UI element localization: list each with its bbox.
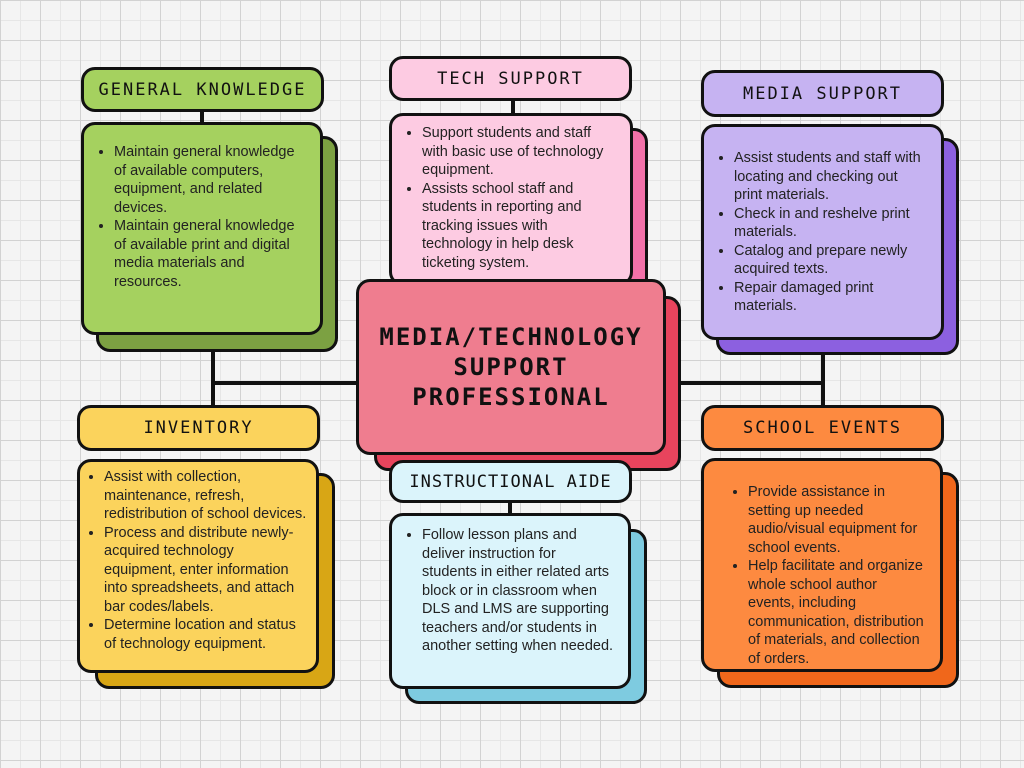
list-item: Follow lesson plans and deliver instruct… — [422, 526, 614, 656]
tech-support-list: Support students and staff with basic us… — [406, 124, 616, 272]
list-item: Help facilitate and organize whole schoo… — [748, 557, 924, 668]
connector-left-horizontal — [211, 381, 361, 385]
connector-left-vertical — [211, 330, 215, 425]
connector-right-vertical — [821, 330, 825, 425]
inventory-card: Assist with collection, maintenance, ref… — [77, 459, 319, 673]
list-item: Check in and reshelve print materials. — [734, 205, 927, 242]
list-item: Assists school staff and students in rep… — [422, 180, 616, 273]
school-events-card: Provide assistance in setting up needed … — [701, 458, 943, 672]
list-item: Catalog and prepare newly acquired texts… — [734, 242, 927, 279]
list-item: Repair damaged print materials. — [734, 279, 927, 316]
connector-bottom-vertical — [508, 495, 512, 515]
general-knowledge-title: GENERAL KNOWLEDGE — [81, 67, 324, 112]
center-title-line-3: PROFESSIONAL — [412, 383, 610, 411]
media-support-card: Assist students and staff with locating … — [701, 124, 944, 340]
list-item: Process and distribute newly-acquired te… — [104, 524, 308, 617]
school-events-title: SCHOOL EVENTS — [701, 405, 944, 451]
instructional-aide-title: INSTRUCTIONAL AIDE — [389, 460, 632, 503]
instructional-aide-list: Follow lesson plans and deliver instruct… — [406, 526, 614, 656]
instructional-aide-card: Follow lesson plans and deliver instruct… — [389, 513, 631, 689]
list-item: Provide assistance in setting up needed … — [748, 483, 924, 557]
list-item: Maintain general knowledge of available … — [114, 143, 306, 217]
media-support-list: Assist students and staff with locating … — [718, 149, 927, 316]
connector-right-horizontal — [660, 381, 825, 385]
media-support-title: MEDIA SUPPORT — [701, 70, 944, 117]
inventory-title: INVENTORY — [77, 405, 320, 451]
list-item: Determine location and status of technol… — [104, 616, 308, 653]
tech-support-title: TECH SUPPORT — [389, 56, 632, 101]
list-item: Maintain general knowledge of available … — [114, 217, 306, 291]
center-title-line-1: MEDIA/TECHNOLOGY — [379, 323, 643, 351]
center-title-card: MEDIA/TECHNOLOGY SUPPORT PROFESSIONAL — [356, 279, 666, 455]
center-title-line-2: SUPPORT — [453, 353, 569, 381]
list-item: Assist with collection, maintenance, ref… — [104, 468, 308, 524]
list-item: Assist students and staff with locating … — [734, 149, 927, 205]
connector-left-top-vertical — [200, 110, 204, 125]
list-item: Support students and staff with basic us… — [422, 124, 616, 180]
tech-support-card: Support students and staff with basic us… — [389, 113, 633, 286]
general-knowledge-card: Maintain general knowledge of available … — [81, 122, 323, 335]
inventory-list: Assist with collection, maintenance, ref… — [88, 468, 308, 653]
general-knowledge-list: Maintain general knowledge of available … — [98, 143, 306, 291]
school-events-list: Provide assistance in setting up needed … — [732, 483, 924, 668]
